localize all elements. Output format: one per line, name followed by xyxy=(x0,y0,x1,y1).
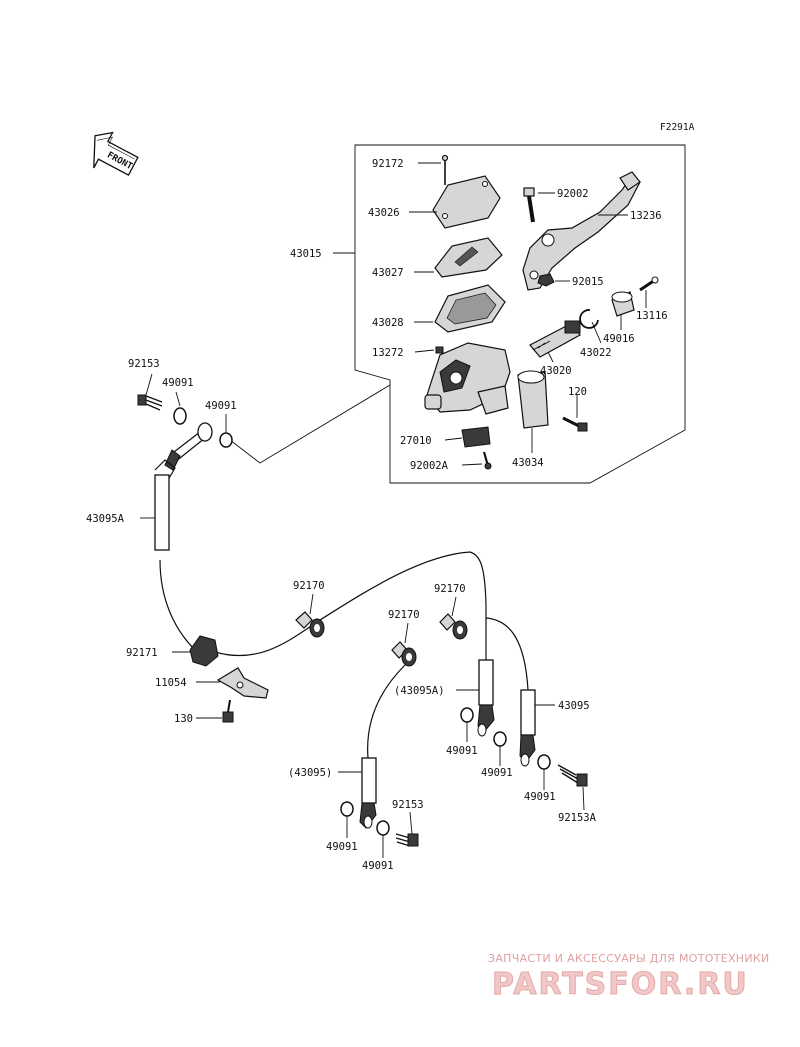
label-43022: 43022 xyxy=(580,347,612,359)
washer-49091-f xyxy=(340,801,354,817)
label-49016: 49016 xyxy=(603,333,635,345)
label-49091-d: 49091 xyxy=(481,767,513,779)
label-43095-paren: (43095) xyxy=(288,767,332,779)
label-27010: 27010 xyxy=(400,435,432,447)
label-92153A: 92153A xyxy=(558,812,597,824)
label-49091-g: 49091 xyxy=(362,860,394,872)
boot-49016 xyxy=(611,291,635,317)
label-43095A-paren: (43095A) xyxy=(394,685,445,697)
reservoir-cap-43026 xyxy=(432,175,501,229)
label-49091-f: 49091 xyxy=(326,841,358,853)
washer-49091-c xyxy=(460,707,474,723)
label-49091-a: 49091 xyxy=(162,377,194,389)
label-43026: 43026 xyxy=(368,207,400,219)
label-92170-a: 92170 xyxy=(293,580,325,592)
hose-43095-left xyxy=(359,664,406,829)
label-92171: 92171 xyxy=(126,647,158,659)
circlip-43022 xyxy=(579,309,599,329)
hose-43095A xyxy=(154,422,487,657)
bolt-92153A xyxy=(557,764,588,787)
label-11054: 11054 xyxy=(155,677,187,689)
label-49091-e: 49091 xyxy=(524,791,556,803)
label-43034: 43034 xyxy=(512,457,544,469)
clamp-92171 xyxy=(189,635,219,667)
label-120: 120 xyxy=(568,386,587,398)
label-92170-b: 92170 xyxy=(434,583,466,595)
screw-92172 xyxy=(441,154,449,185)
washer-49091-a xyxy=(173,407,187,425)
bolt-92153-upper xyxy=(137,394,163,411)
label-92015: 92015 xyxy=(572,276,604,288)
label-92172: 92172 xyxy=(372,158,404,170)
bolt-120 xyxy=(562,416,588,432)
switch-27010 xyxy=(461,426,491,448)
label-43020: 43020 xyxy=(540,365,572,377)
label-43015: 43015 xyxy=(290,248,322,260)
bolt-130 xyxy=(222,699,234,723)
watermark-brand: PARTSFOR.RU xyxy=(492,967,749,1002)
label-92153-upper: 92153 xyxy=(128,358,160,370)
washer-49091-g xyxy=(376,820,390,836)
label-43095: 43095 xyxy=(558,700,590,712)
assembly-frame-43015 xyxy=(354,144,686,484)
clamp-92170-a xyxy=(295,611,325,638)
diagram-ref-code: F2291A xyxy=(660,122,695,133)
label-92002A: 92002A xyxy=(410,460,449,472)
washer-49091-e xyxy=(537,754,551,770)
label-43027: 43027 xyxy=(372,267,404,279)
label-130: 130 xyxy=(174,713,193,725)
screw-13272 xyxy=(435,346,444,354)
bracket-11054 xyxy=(216,667,269,699)
nut-92015 xyxy=(537,273,555,287)
pushrod-13116 xyxy=(639,276,659,292)
clamp-43034 xyxy=(517,370,549,429)
bolt-92153-lower xyxy=(395,833,419,847)
label-92170-c: 92170 xyxy=(388,609,420,621)
label-43028: 43028 xyxy=(372,317,404,329)
screw-92002A xyxy=(482,451,492,470)
pivot-bolt-92002 xyxy=(523,187,535,223)
hose-43095 xyxy=(485,617,536,767)
label-13236: 13236 xyxy=(630,210,662,222)
clamp-92170-b xyxy=(439,613,468,640)
master-cylinder-body xyxy=(424,342,511,415)
front-direction-arrow: FRONT xyxy=(93,131,139,176)
watermark-tagline: ЗАПЧАСТИ И АКСЕССУАРЫ ДЛЯ МОТОТЕХНИКИ xyxy=(488,952,770,965)
label-13272: 13272 xyxy=(372,347,404,359)
washer-49091-d xyxy=(493,731,507,747)
label-49091-b: 49091 xyxy=(205,400,237,412)
clutch-lever-13236 xyxy=(522,171,641,291)
label-49091-c: 49091 xyxy=(446,745,478,757)
piston-kit-43020 xyxy=(529,320,581,358)
washer-49091-b xyxy=(219,432,233,448)
label-92153-lower: 92153 xyxy=(392,799,424,811)
hose-43095A-lower xyxy=(477,605,495,737)
label-92002: 92002 xyxy=(557,188,589,200)
clamp-92170-c xyxy=(391,641,417,667)
label-43095A: 43095A xyxy=(86,513,125,525)
label-13116: 13116 xyxy=(636,310,668,322)
